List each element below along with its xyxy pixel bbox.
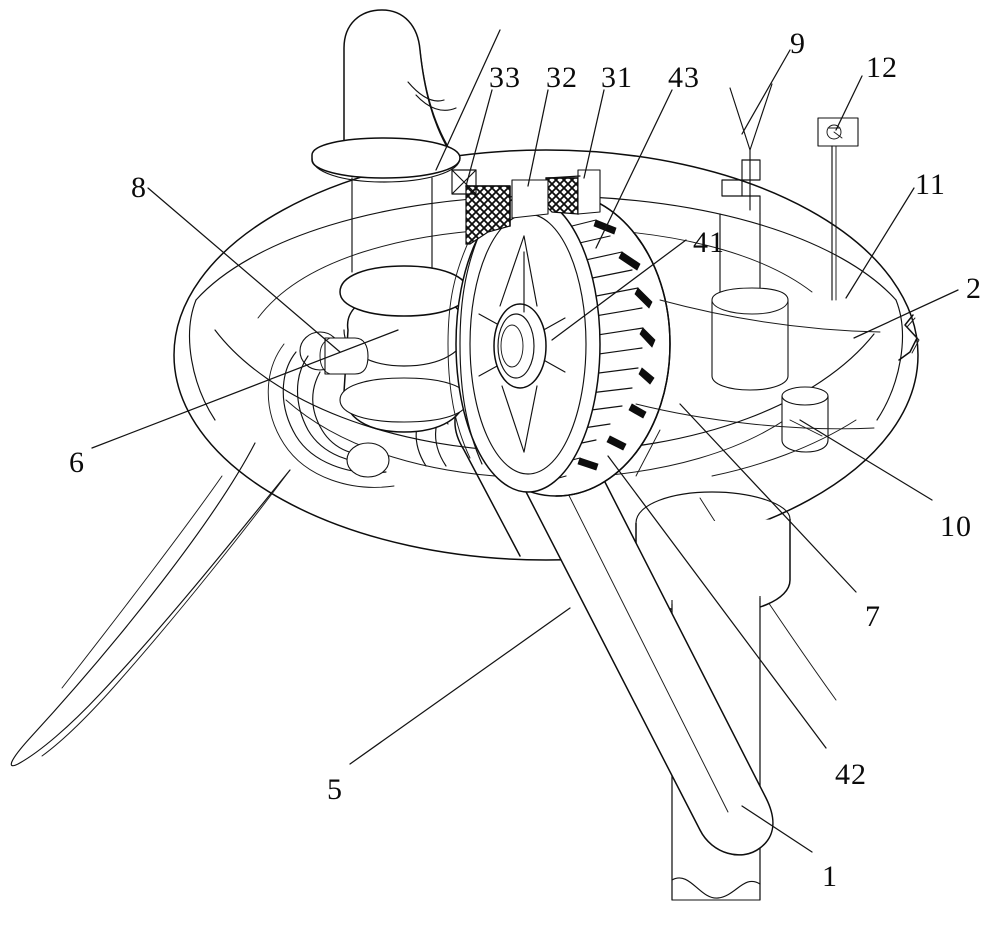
drive-hub xyxy=(267,265,527,488)
reference-numeral-5: 5 xyxy=(327,773,343,806)
antenna-mast xyxy=(711,83,789,391)
reference-numeral-11: 11 xyxy=(915,168,946,201)
top-column xyxy=(311,9,461,273)
ring-deck-lines xyxy=(635,299,881,477)
reference-numeral-41: 41 xyxy=(693,226,725,259)
reference-numeral-33: 33 xyxy=(489,61,521,94)
reference-numeral-1: 1 xyxy=(822,860,838,893)
instrument-box xyxy=(817,117,859,301)
reference-numeral-7: 7 xyxy=(865,600,881,633)
reference-numeral-8: 8 xyxy=(131,171,147,204)
reference-numeral-12: 12 xyxy=(866,51,898,84)
reference-numeral-42: 42 xyxy=(835,758,867,791)
roller xyxy=(299,331,369,375)
leg-left xyxy=(10,442,291,767)
upper-housing xyxy=(451,169,601,219)
gear-web xyxy=(455,195,601,493)
reference-numeral-43: 43 xyxy=(668,61,700,94)
reference-numeral-6: 6 xyxy=(69,446,85,479)
reference-numeral-31: 31 xyxy=(601,61,633,94)
reference-numeral-2: 2 xyxy=(966,272,982,305)
reference-numeral-9: 9 xyxy=(790,27,806,60)
gear-wheel xyxy=(447,191,671,497)
reference-numeral-10: 10 xyxy=(940,510,972,543)
reference-numeral-32: 32 xyxy=(546,61,578,94)
pin-cylinder xyxy=(781,386,829,453)
ring-edge-notch xyxy=(898,314,920,361)
hatched-block xyxy=(465,177,579,245)
leader-lines xyxy=(91,29,959,853)
